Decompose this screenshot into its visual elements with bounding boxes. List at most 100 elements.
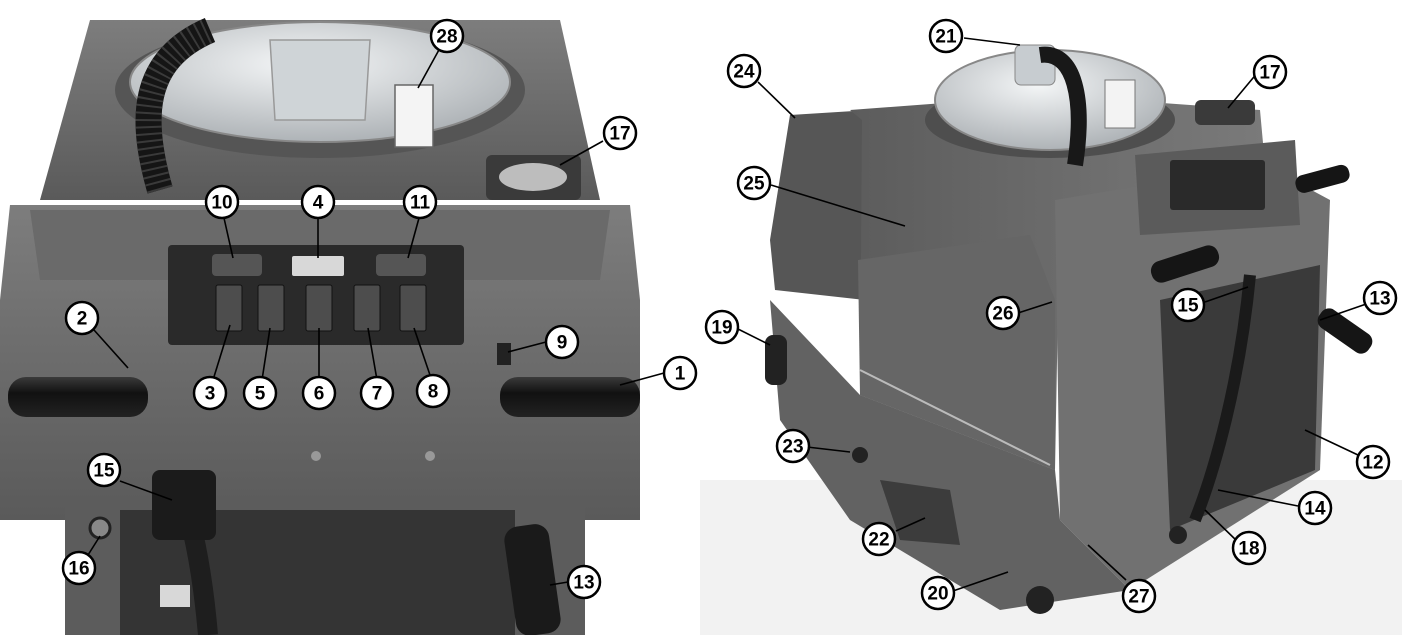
callout-6-label: 6 <box>314 384 325 405</box>
callout-8: 8 <box>415 373 451 409</box>
callout-1: 1 <box>662 355 698 391</box>
callout-13-right: 13 <box>1362 280 1398 316</box>
leader-13a <box>549 581 569 586</box>
leader-28 <box>417 47 441 89</box>
callout-25: 25 <box>736 165 772 201</box>
leader-20 <box>949 571 1009 593</box>
callout-2: 2 <box>64 300 100 336</box>
leader-23 <box>806 446 851 453</box>
label-plate <box>160 585 190 607</box>
float-right <box>1104 79 1136 129</box>
leader-26 <box>1017 301 1053 314</box>
leader-2 <box>93 329 129 369</box>
handle-far <box>1295 164 1350 193</box>
callout-26-label: 26 <box>992 304 1013 325</box>
callout-6: 6 <box>301 375 337 411</box>
leader-15b <box>1204 286 1249 303</box>
callout-13-right-label: 13 <box>1369 289 1390 310</box>
callout-7: 7 <box>359 375 395 411</box>
callout-20-label: 20 <box>927 584 948 605</box>
callout-11-label: 11 <box>410 193 431 214</box>
leader-11 <box>407 217 420 259</box>
callout-7-label: 7 <box>372 384 383 405</box>
lower-skirt <box>770 300 1130 610</box>
leader-27 <box>1087 544 1127 581</box>
leader-8 <box>413 327 432 379</box>
callout-26: 26 <box>985 295 1021 331</box>
cup-holder-right <box>1195 100 1255 125</box>
wand-13-left <box>504 524 561 635</box>
switch-8 <box>399 284 427 332</box>
caster-20 <box>1026 586 1054 614</box>
switch-7 <box>353 284 381 332</box>
callout-17-left-label: 17 <box>609 124 630 145</box>
leader-22 <box>895 517 926 532</box>
leader-1 <box>619 372 665 386</box>
callout-16-label: 16 <box>68 559 89 580</box>
callout-4: 4 <box>300 184 336 220</box>
rocker-switch-row <box>215 284 427 332</box>
leader-16 <box>87 535 101 556</box>
leader-5 <box>261 327 271 381</box>
callout-21-label: 21 <box>935 27 957 48</box>
leader-25 <box>770 184 906 227</box>
callout-15-right: 15 <box>1170 287 1206 323</box>
callout-15-left-label: 15 <box>93 461 115 482</box>
switch-5 <box>257 284 285 332</box>
callout-28: 28 <box>429 18 465 54</box>
callout-10: 10 <box>204 184 240 220</box>
leader-18 <box>1204 509 1239 543</box>
vacuum-hose-ribs <box>135 18 216 194</box>
gauge-4-window <box>292 256 344 276</box>
callout-23-label: 23 <box>782 437 803 458</box>
callout-24: 24 <box>726 53 762 89</box>
callout-18-label: 18 <box>1238 539 1259 560</box>
cup-holder-insert <box>499 163 567 191</box>
callout-10-label: 10 <box>211 193 232 214</box>
callout-17-right: 17 <box>1252 54 1288 90</box>
callout-19-label: 19 <box>711 318 732 339</box>
float-cylinder <box>394 84 434 148</box>
indicator-11-housing <box>376 254 426 276</box>
callout-28-label: 28 <box>436 27 457 48</box>
callout-22-label: 22 <box>868 530 889 551</box>
callout-15-right-label: 15 <box>1177 296 1199 317</box>
callout-16: 16 <box>61 550 97 586</box>
latch-9 <box>497 343 511 365</box>
callout-9: 9 <box>544 324 580 360</box>
rear-upper-body <box>770 110 870 300</box>
leader-17b <box>1227 71 1259 109</box>
leader-10 <box>223 217 234 259</box>
leader-12 <box>1304 429 1359 456</box>
switch-3 <box>215 284 243 332</box>
callout-4-label: 4 <box>313 193 324 214</box>
leader-19 <box>735 327 771 346</box>
callout-3: 3 <box>192 375 228 411</box>
callout-14-label: 14 <box>1304 499 1326 520</box>
vacuum-hose-right <box>1038 46 1087 167</box>
callout-17-left: 17 <box>602 115 638 151</box>
callout-8-label: 8 <box>428 382 439 403</box>
callout-11: 11 <box>402 184 438 220</box>
leader-17a <box>559 140 604 166</box>
callout-3-label: 3 <box>205 384 216 405</box>
callout-13-left-label: 13 <box>573 573 594 594</box>
callouts: 1 2 3 4 5 6 7 8 9 10 11 13 15 16 17 28 1… <box>61 18 1398 614</box>
callout-5: 5 <box>242 375 278 411</box>
callout-2-label: 2 <box>77 309 88 330</box>
callout-18: 18 <box>1231 530 1267 566</box>
handle-left <box>8 377 148 417</box>
leader-24 <box>757 81 796 119</box>
callout-23: 23 <box>775 428 811 464</box>
caster-rear <box>1169 526 1187 544</box>
leader-14 <box>1217 489 1299 507</box>
switch-6 <box>305 284 333 332</box>
fitting-16 <box>88 516 112 540</box>
wheel-19 <box>765 335 787 385</box>
front-console <box>0 205 640 520</box>
callout-14: 14 <box>1297 490 1333 526</box>
callout-21: 21 <box>928 18 964 54</box>
indicator-10-housing <box>212 254 262 276</box>
leader-3 <box>212 324 231 381</box>
